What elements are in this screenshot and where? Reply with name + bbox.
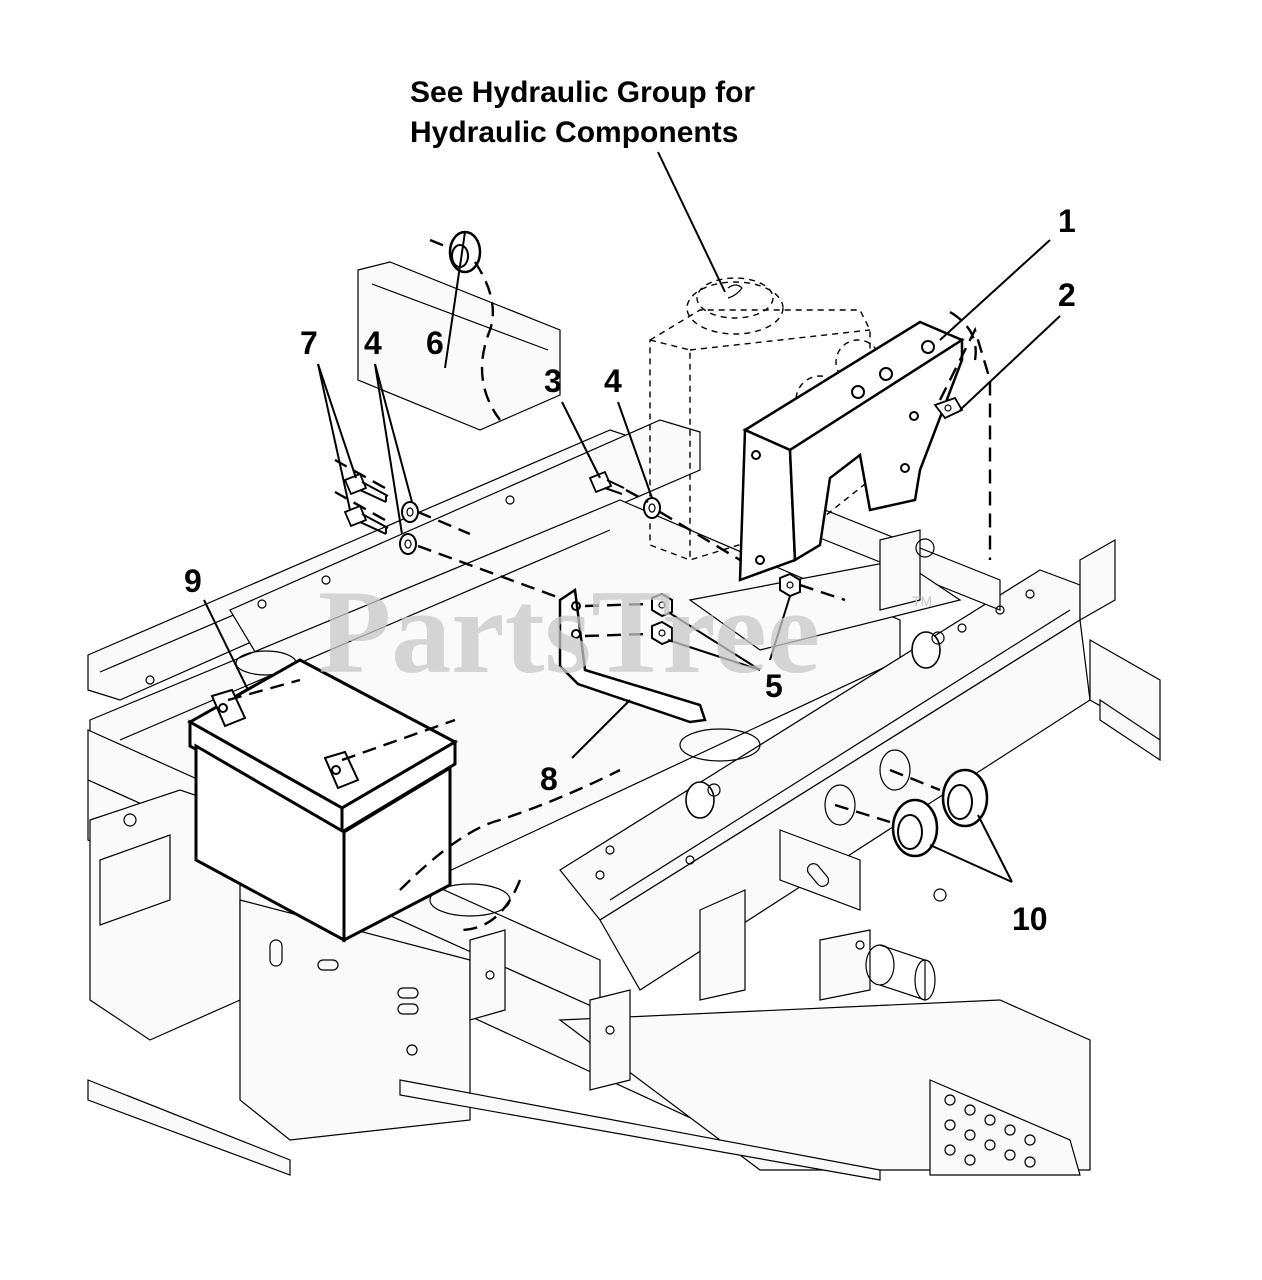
- battery-hold-down-part-8: [558, 587, 707, 724]
- hardware-washers: [399, 497, 661, 555]
- leader-lines: [203, 151, 1061, 883]
- hydraulic-note: See Hydraulic Group for Hydraulic Compon…: [410, 76, 755, 149]
- callout-labels: 1 2 3 4 4 5 6 7 8 9 10: [184, 203, 1076, 937]
- partstree-watermark: PartsTree TM: [318, 565, 932, 698]
- watermark-text: PartsTree: [318, 565, 820, 698]
- grommet-part-10-a: [891, 798, 939, 858]
- frame-holes: [123, 495, 1035, 1056]
- callout-6: 6: [426, 325, 444, 361]
- callout-5: 5: [765, 668, 783, 704]
- clip-nut-part-2: [933, 396, 964, 420]
- note-line-1: See Hydraulic Group for: [410, 76, 755, 109]
- callout-4-right: 4: [604, 363, 622, 399]
- hardware-bolts: [343, 470, 625, 535]
- callout-7: 7: [300, 325, 318, 361]
- bolt-part-7-upper: [343, 472, 389, 503]
- grommet-part-10-b: [941, 768, 989, 828]
- callout-2: 2: [1058, 277, 1076, 313]
- rollers: [685, 631, 945, 819]
- perforation-holes: [944, 1094, 1036, 1168]
- callout-8: 8: [540, 761, 558, 797]
- callout-10: 10: [1012, 901, 1048, 937]
- callout-4-left: 4: [364, 325, 382, 361]
- callout-9: 9: [184, 563, 202, 599]
- bolt-part-7-lower: [343, 504, 389, 535]
- callout-1: 1: [1058, 203, 1076, 239]
- note-line-2: Hydraulic Components: [410, 116, 738, 149]
- battery-part-9: [186, 658, 459, 943]
- callout-3: 3: [544, 363, 562, 399]
- bolt-part-3: [588, 470, 625, 495]
- hardware-nuts: [651, 572, 801, 646]
- hardware-grommets: [448, 230, 989, 858]
- watermark-trademark: TM: [912, 593, 932, 609]
- assembly-center-lines: [227, 238, 992, 932]
